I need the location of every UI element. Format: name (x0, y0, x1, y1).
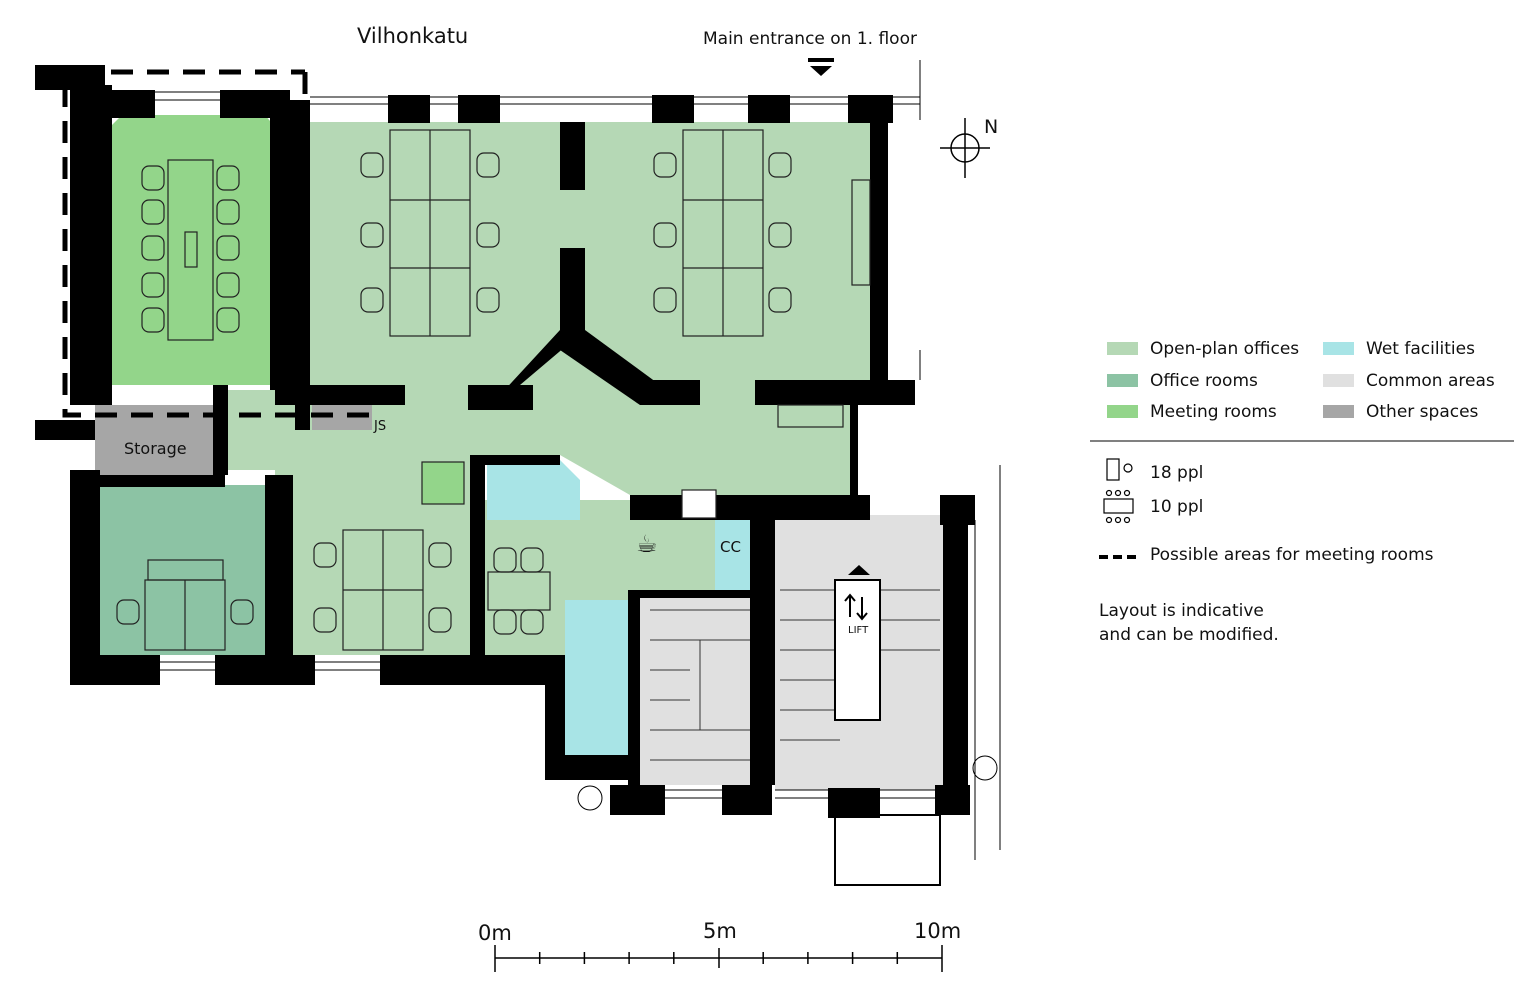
legend-label: Other spaces (1366, 402, 1479, 422)
lift-label: LIFT (848, 625, 869, 636)
north-label: N (984, 116, 998, 138)
legend-swatch-open-plan (1107, 342, 1138, 355)
chair (141, 272, 165, 298)
walls (35, 65, 975, 818)
chair (768, 287, 792, 313)
legend-swatch-other (1323, 405, 1354, 418)
furniture (144, 129, 871, 651)
chair (230, 599, 254, 625)
coffee-icon: ☕ (636, 530, 658, 558)
legend-swatch-wet (1323, 342, 1354, 355)
legend-label: Common areas (1366, 371, 1495, 391)
scale-bar (494, 945, 943, 972)
entrance-marker-icon (810, 66, 832, 76)
chair (768, 152, 792, 178)
chair (116, 599, 140, 625)
chair (476, 287, 500, 313)
lift-arrows-icon (844, 593, 868, 621)
office-room (100, 485, 272, 655)
stairs (650, 589, 940, 761)
legend-label: Office rooms (1150, 371, 1258, 391)
chair (428, 607, 452, 633)
chair (360, 222, 384, 248)
desk-chair-icon (1106, 458, 1133, 481)
capacity-label: 10 ppl (1150, 497, 1203, 517)
legend-label: Wet facilities (1366, 339, 1475, 359)
legend-label: Open-plan offices (1150, 339, 1299, 359)
chair (216, 235, 240, 261)
scale-label-0: 0m (478, 921, 512, 945)
chair (141, 235, 165, 261)
storage-label: Storage (124, 439, 187, 458)
meeting-room (78, 115, 275, 385)
dashed-label: Possible areas for meeting rooms (1150, 545, 1434, 565)
chair (216, 272, 240, 298)
legend: Open-plan offices Office rooms Meeting r… (1090, 339, 1514, 645)
table-chairs-icon (1103, 489, 1134, 524)
chair (653, 222, 677, 248)
chair (360, 152, 384, 178)
js-label: JS (373, 419, 386, 434)
chair (520, 547, 544, 573)
chair (313, 542, 337, 568)
chair (493, 609, 517, 635)
scale-label-5: 5m (703, 919, 737, 943)
lift-shaft (834, 579, 881, 721)
legend-swatch-meeting-rooms (1107, 405, 1138, 418)
layout-note-line1: Layout is indicative (1099, 601, 1264, 621)
chair (476, 152, 500, 178)
chair (768, 222, 792, 248)
legend-swatch-common (1323, 374, 1354, 387)
chair (141, 307, 165, 333)
scale-label-10: 10m (914, 919, 961, 943)
layout-note-line2: and can be modified. (1099, 625, 1279, 645)
chair (653, 287, 677, 313)
chair (141, 165, 165, 191)
chair (216, 165, 240, 191)
chair (653, 152, 677, 178)
chair (428, 542, 452, 568)
entrance-label: Main entrance on 1. floor (703, 29, 917, 49)
chair (360, 287, 384, 313)
chair (141, 199, 165, 225)
chair (493, 547, 517, 573)
street-label: Vilhonkatu (357, 24, 468, 48)
windows (155, 60, 1001, 886)
legend-swatch-office-rooms (1107, 374, 1138, 387)
chair (476, 222, 500, 248)
meeting-room-possible-area-outline (62, 69, 375, 418)
capacity-label: 18 ppl (1150, 463, 1203, 483)
cc-label: CC (720, 538, 741, 556)
chair (216, 199, 240, 225)
wet-facilities (487, 460, 750, 755)
chair (216, 307, 240, 333)
north-compass-icon (940, 118, 990, 178)
chair (520, 609, 544, 635)
entrance-arrow-icon (808, 58, 834, 62)
chair (313, 607, 337, 633)
legend-label: Meeting rooms (1150, 402, 1277, 422)
chairs (116, 152, 792, 635)
